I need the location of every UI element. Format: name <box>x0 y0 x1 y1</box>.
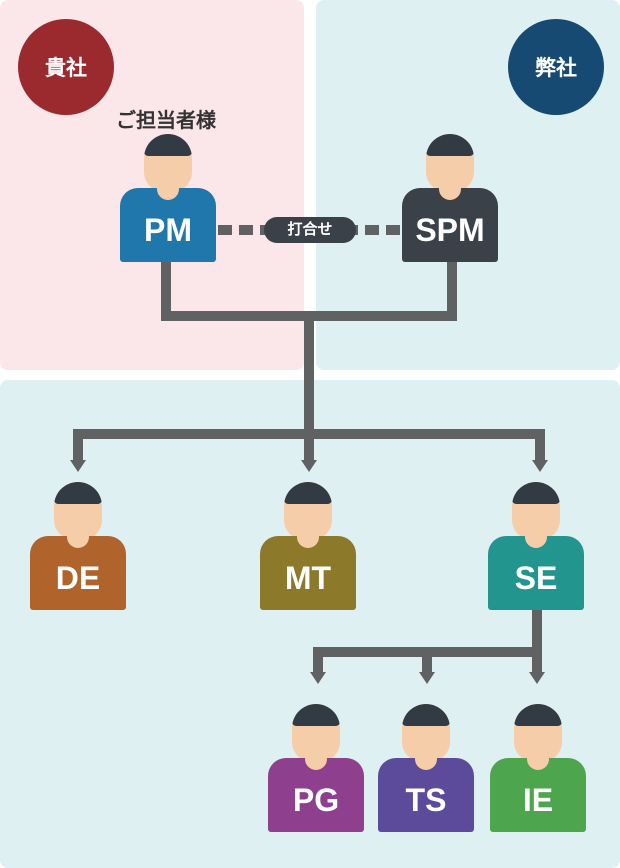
role-label-spm: SPM <box>415 212 485 248</box>
person-de: DE <box>30 482 126 610</box>
role-label-se: SE <box>514 560 558 596</box>
arrow-ts <box>419 672 435 684</box>
head-icon <box>514 704 562 762</box>
management-connector <box>161 254 457 321</box>
person-ts: TS <box>378 704 474 832</box>
role-label-pg: PG <box>292 782 340 818</box>
meeting-label: 打合せ <box>264 217 356 243</box>
head-icon <box>54 482 102 540</box>
person-ie: IE <box>490 704 586 832</box>
person-pg: PG <box>268 704 364 832</box>
role-label-de: DE <box>55 560 101 596</box>
role-label-ts: TS <box>405 782 447 818</box>
role-label-ie: IE <box>522 782 554 818</box>
role-label-pm: PM <box>144 212 192 248</box>
vendor-badge: 弊社 <box>508 19 604 115</box>
head-icon <box>426 134 474 192</box>
person-mt: MT <box>260 482 356 610</box>
head-icon <box>512 482 560 540</box>
person-spm: SPM <box>402 134 498 262</box>
client-contact-label: ご担当者様 <box>116 110 216 132</box>
arrow-mt <box>301 460 317 472</box>
arrow-de <box>70 460 86 472</box>
client-badge: 貴社 <box>18 19 114 115</box>
head-icon <box>402 704 450 762</box>
arrow-pg <box>310 672 326 684</box>
head-icon <box>144 134 192 192</box>
head-icon <box>284 482 332 540</box>
head-icon <box>292 704 340 762</box>
arrow-se <box>532 460 548 472</box>
role-label-mt: MT <box>284 560 332 596</box>
person-pm: PM <box>120 134 216 262</box>
person-se: SE <box>488 482 584 610</box>
arrow-ie <box>529 672 545 684</box>
